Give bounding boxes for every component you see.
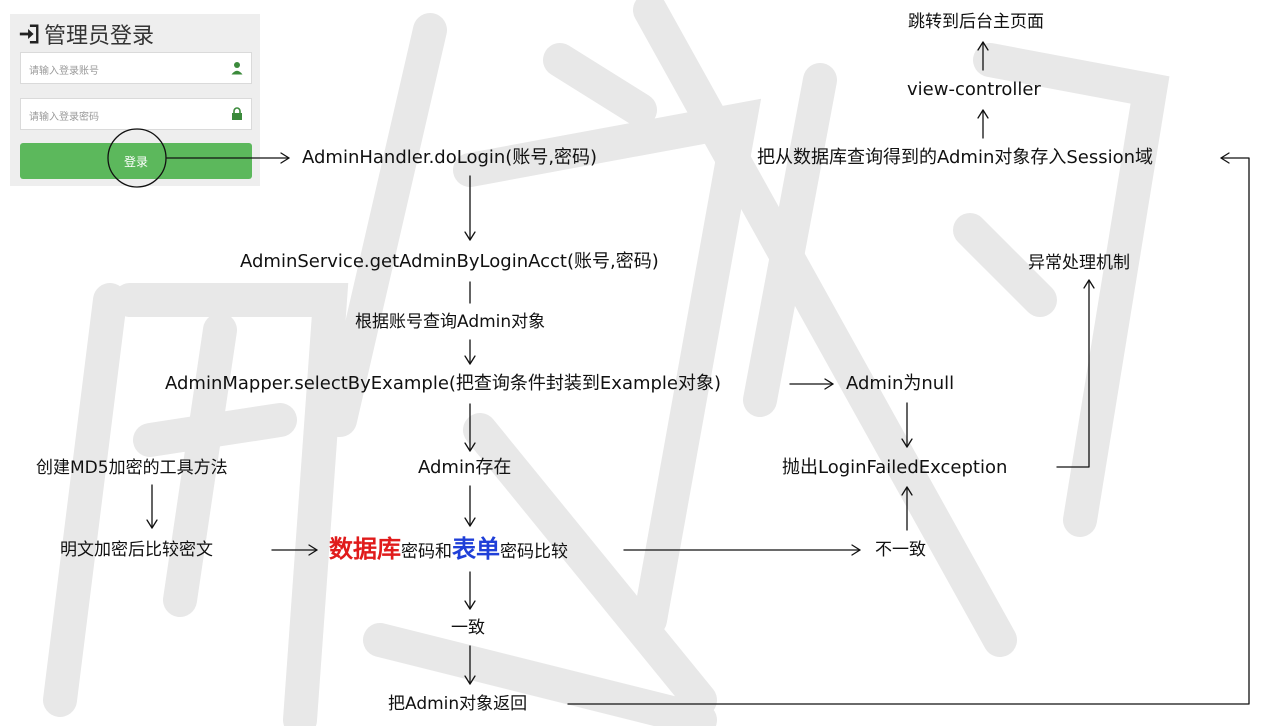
- node-get-admin: AdminService.getAdminByLoginAcct(账号,密码): [240, 251, 659, 272]
- node-consistent: 一致: [451, 618, 485, 638]
- password-input[interactable]: 请输入登录密码: [20, 98, 252, 130]
- account-placeholder: 请输入登录账号: [29, 66, 99, 77]
- login-title: 管理员登录: [18, 18, 154, 50]
- node-do-login: AdminHandler.doLogin(账号,密码): [302, 147, 598, 168]
- compare-database-label: 数据库: [329, 535, 401, 563]
- node-save-session: 把从数据库查询得到的Admin对象存入Session域: [757, 147, 1154, 168]
- node-return-admin: 把Admin对象返回: [388, 694, 528, 714]
- compare-form-label: 表单: [452, 535, 500, 563]
- login-title-text: 管理员登录: [44, 24, 155, 49]
- login-highlight-circle: [107, 128, 167, 188]
- node-admin-exists: Admin存在: [418, 457, 512, 478]
- node-admin-null: Admin为null: [846, 373, 955, 394]
- node-create-md5: 创建MD5加密的工具方法: [36, 458, 228, 478]
- node-select-by-example: AdminMapper.selectByExample(把查询条件封装到Exam…: [165, 373, 722, 394]
- user-icon: [231, 62, 243, 75]
- node-inconsistent: 不一致: [875, 540, 926, 560]
- lock-icon: [232, 107, 242, 120]
- node-exception-mechanism: 异常处理机制: [1028, 253, 1130, 273]
- node-query-by-account: 根据账号查询Admin对象: [355, 312, 546, 332]
- sign-in-icon: [19, 24, 39, 44]
- arrow-return-session: [567, 157, 1250, 705]
- node-throw-exception: 抛出LoginFailedException: [782, 457, 1008, 478]
- node-encrypt-compare: 明文加密后比较密文: [60, 540, 213, 560]
- compare-mid-2: 密码比较: [500, 542, 568, 562]
- node-jump-main: 跳转到后台主页面: [908, 12, 1044, 32]
- arrow-throw-mechanism: [1056, 279, 1090, 468]
- login-button[interactable]: 登录: [20, 143, 252, 179]
- node-view-controller: view-controller: [907, 79, 1041, 100]
- node-password-compare: 数据库密码和表单密码比较: [329, 534, 568, 567]
- compare-mid-1: 密码和: [401, 542, 452, 562]
- login-panel: 管理员登录 请输入登录账号 请输入登录密码 登录: [10, 14, 260, 186]
- login-button-label: 登录: [123, 154, 148, 169]
- account-input[interactable]: 请输入登录账号: [20, 52, 252, 84]
- password-placeholder: 请输入登录密码: [29, 112, 99, 123]
